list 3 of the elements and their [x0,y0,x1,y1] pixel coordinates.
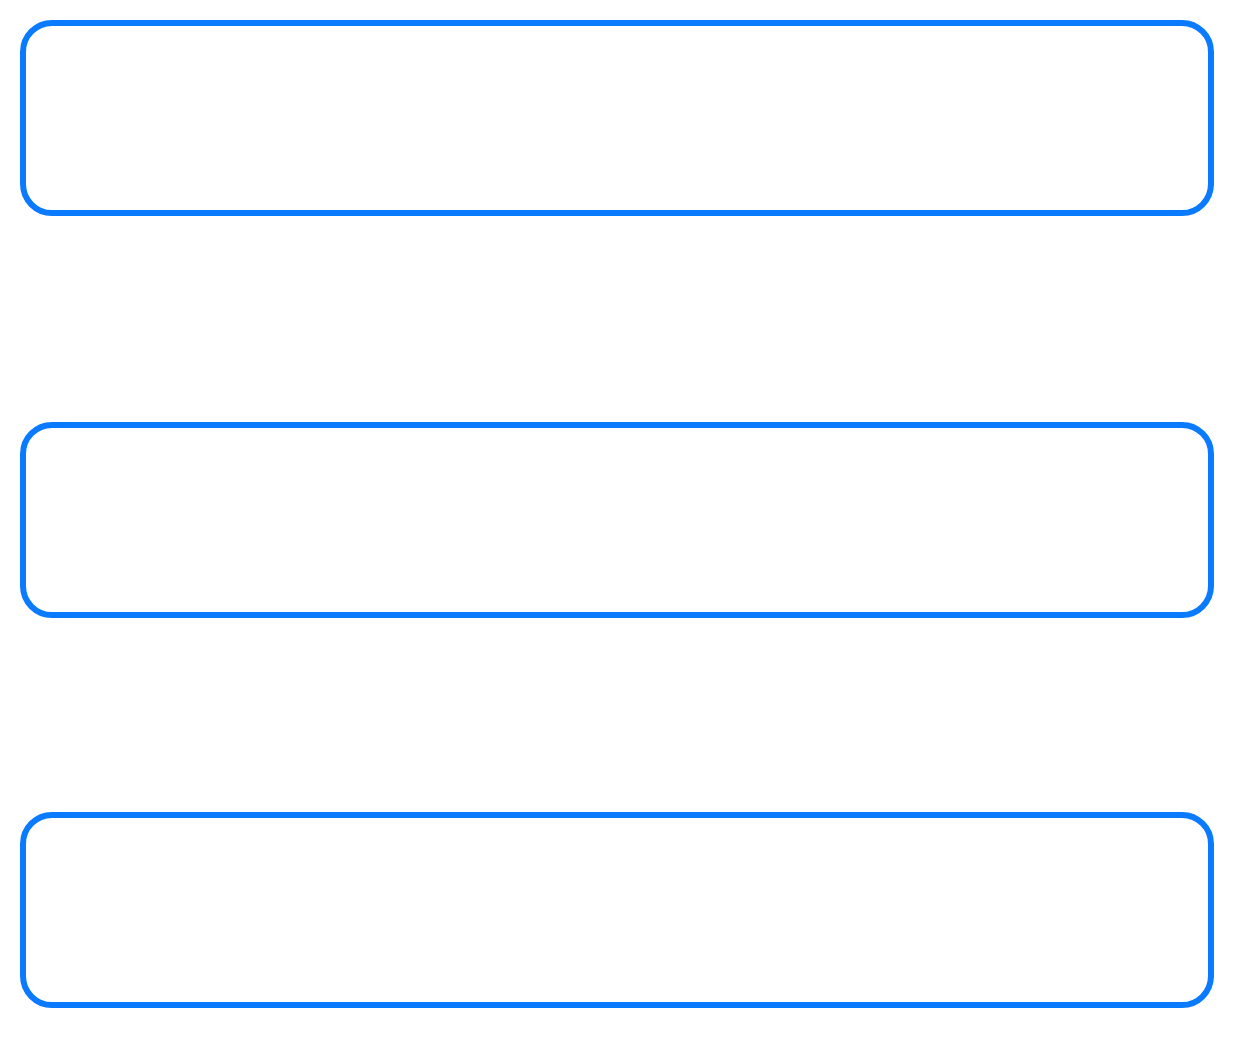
rounded-box [20,812,1214,1008]
rounded-box [20,422,1214,618]
rounded-box [20,20,1214,216]
